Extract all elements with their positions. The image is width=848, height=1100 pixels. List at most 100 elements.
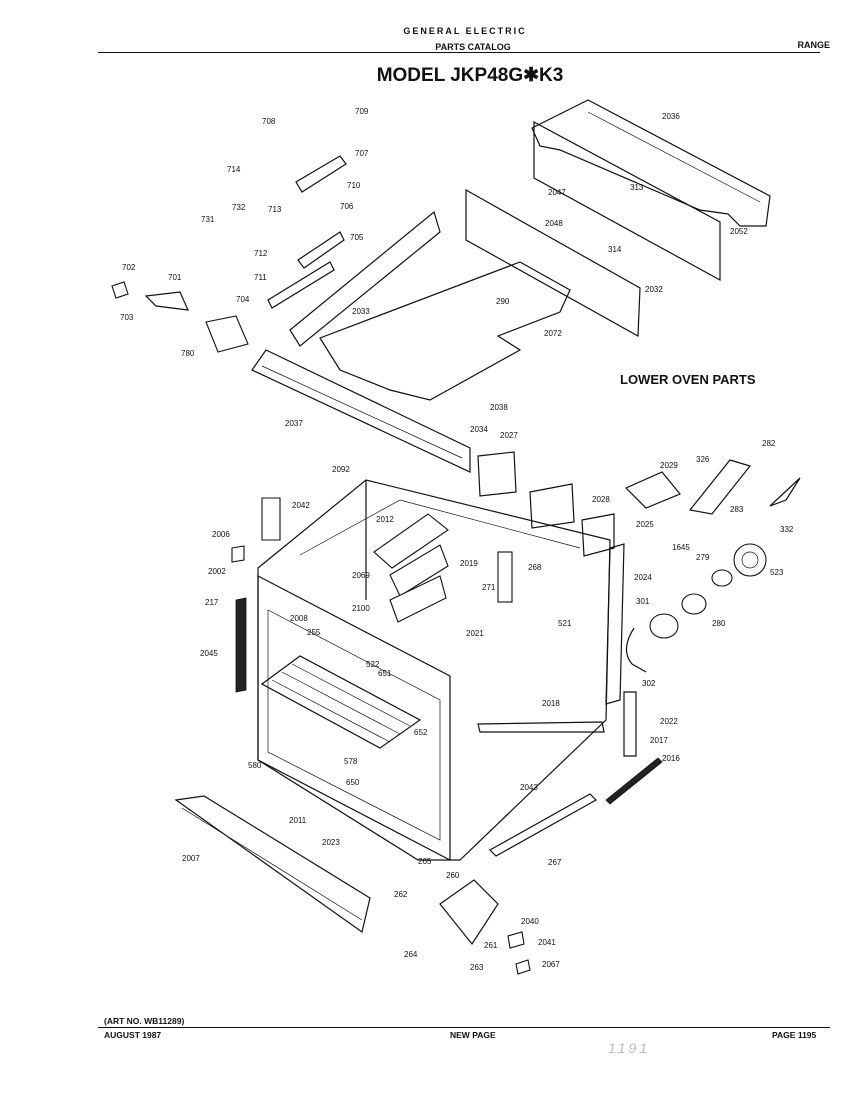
part-number-label: 280 <box>712 619 726 628</box>
part-number-label: 267 <box>548 858 562 867</box>
part-number-label: 709 <box>355 107 369 116</box>
part-number-label: 705 <box>350 233 364 242</box>
part-number-label: 523 <box>770 568 784 577</box>
part-number-label: 268 <box>528 563 542 572</box>
broiler-rack <box>477 721 605 733</box>
part-number-label: 217 <box>205 598 219 607</box>
part-number-label: 302 <box>642 679 656 688</box>
part-number-label: 714 <box>227 165 241 174</box>
part-number-label: 2047 <box>548 188 566 197</box>
part-number-label: 2012 <box>376 515 394 524</box>
part-number-label: 2011 <box>289 816 307 825</box>
part-number-label: 652 <box>414 728 428 737</box>
part-number-label: 2022 <box>660 717 678 726</box>
part-number-label: 701 <box>168 273 182 282</box>
igniter <box>688 459 752 515</box>
part-number-label: 2021 <box>466 629 484 638</box>
control-handle <box>144 291 189 311</box>
part-number-label: 521 <box>558 619 572 628</box>
art-number: (ART NO. WB11289) <box>104 1016 185 1026</box>
bottom-rail <box>489 793 597 857</box>
part-number-label: 2043 <box>520 783 538 792</box>
side-gasket-strip <box>605 757 663 805</box>
oven-heating-element <box>373 513 449 569</box>
part-number-label: 2023 <box>322 838 340 847</box>
part-number-label: 2092 <box>332 465 350 474</box>
part-number-label: 279 <box>696 553 710 562</box>
part-number-label: 580 <box>248 761 262 770</box>
part-number-label: 2028 <box>592 495 610 504</box>
part-number-label: 702 <box>122 263 136 272</box>
part-number-label: 704 <box>236 295 250 304</box>
part-number-label: 2052 <box>730 227 748 236</box>
part-number-label: 271 <box>482 583 496 592</box>
part-number-label: 731 <box>201 215 215 224</box>
part-number-label: 2032 <box>645 285 663 294</box>
part-number-label: 2016 <box>662 754 680 763</box>
part-number-label: 706 <box>340 202 354 211</box>
oven-light-bulb <box>681 593 707 615</box>
header-divider <box>98 52 820 53</box>
part-number-label: 2007 <box>182 854 200 863</box>
oven-body-outline <box>257 479 611 861</box>
hinge-roller <box>507 931 525 949</box>
burner-tube <box>497 551 513 603</box>
part-number-label: 283 <box>730 505 744 514</box>
part-number-label: 732 <box>232 203 246 212</box>
section-title: LOWER OVEN PARTS <box>620 372 756 387</box>
issue-date: AUGUST 1987 <box>104 1030 162 1040</box>
part-number-label: 2036 <box>662 112 680 121</box>
vent-duct <box>477 451 517 497</box>
part-number-label: 703 <box>120 313 134 322</box>
part-number-label: 2037 <box>285 419 303 428</box>
part-number-label: 2067 <box>542 960 560 969</box>
part-number-label: 2069 <box>352 571 370 580</box>
brand-name: GENERAL ELECTRIC <box>403 26 527 36</box>
drawer-front <box>174 795 371 934</box>
part-number-label: 710 <box>347 181 361 190</box>
part-number-label: 578 <box>344 757 358 766</box>
part-number-label: 2018 <box>542 699 560 708</box>
part-number-label: 712 <box>254 249 268 258</box>
part-number-label: 2040 <box>521 917 539 926</box>
oven-back-wall <box>465 188 641 337</box>
part-number-label: 263 <box>470 963 484 972</box>
page-title: MODEL JKP48G✱K3 <box>376 65 564 86</box>
catalog-label: PARTS CATALOG <box>435 42 511 52</box>
new-page-note: NEW PAGE <box>450 1030 496 1040</box>
selector-knob <box>111 281 129 299</box>
category-label: RANGE <box>797 40 830 50</box>
right-side-panel <box>623 691 637 757</box>
door-strike <box>231 545 245 563</box>
part-number-label: 282 <box>762 439 776 448</box>
part-number-label: 2029 <box>660 461 678 470</box>
lamp-socket <box>711 569 733 587</box>
part-number-label: 2048 <box>545 219 563 228</box>
part-number-label: 265 <box>418 857 432 866</box>
part-number-label: 260 <box>446 871 460 880</box>
page-number: PAGE 1195 <box>772 1030 817 1040</box>
part-number-label: 650 <box>346 778 360 787</box>
part-number-label: 2041 <box>538 938 556 947</box>
part-number-label: 290 <box>496 297 510 306</box>
part-number-label: 314 <box>608 245 622 254</box>
part-number-label: 707 <box>355 149 369 158</box>
part-number-label: 2045 <box>200 649 218 658</box>
clock-timer <box>205 315 249 353</box>
rear-panel <box>533 120 721 282</box>
oven-door-frame <box>257 575 451 861</box>
front-vent-trim <box>251 349 471 473</box>
part-number-label: 2038 <box>490 403 508 412</box>
part-number-label: 2072 <box>544 329 562 338</box>
part-number-label: 2002 <box>208 567 226 576</box>
exploded-parts-diagram: 2036709708707714713710706731732705712711… <box>111 99 801 975</box>
part-number-label: 522 <box>366 660 380 669</box>
part-number-label: 711 <box>254 273 267 282</box>
part-number-label: 2008 <box>290 614 308 623</box>
drawer-hinge-arm <box>439 879 499 946</box>
part-number-label: 780 <box>181 349 195 358</box>
part-number-label: 313 <box>630 183 644 192</box>
part-number-label: 2024 <box>634 573 652 582</box>
part-number-label: 2033 <box>352 307 370 316</box>
part-number-label: 262 <box>394 890 408 899</box>
